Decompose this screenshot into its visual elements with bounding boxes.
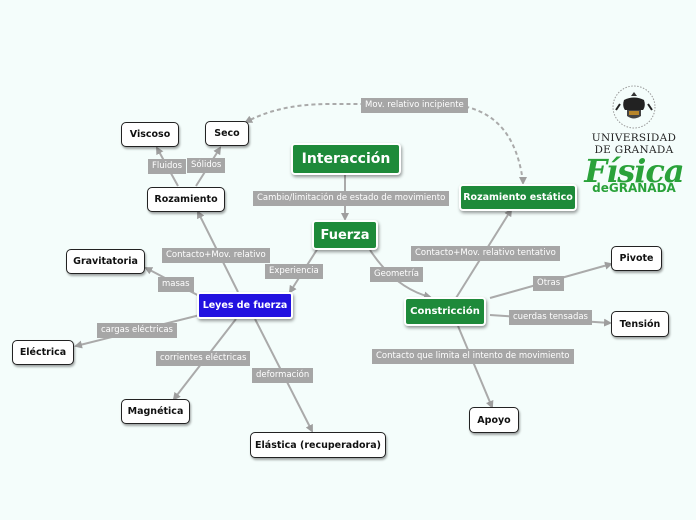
- label-cuerdas-tensadas: cuerdas tensadas: [509, 310, 592, 325]
- node-rozamiento[interactable]: Rozamiento: [147, 187, 225, 212]
- label-cambio-limitacion: Cambio/limitación de estado de movimient…: [253, 191, 450, 206]
- connector-constriccion-apoyo: [457, 325, 494, 409]
- label-solidos: Sólidos: [187, 158, 226, 173]
- label-masas: masas: [158, 277, 194, 292]
- logo-fisica: Física: [584, 152, 684, 190]
- node-viscoso[interactable]: Viscoso: [121, 122, 179, 147]
- node-apoyo[interactable]: Apoyo: [469, 407, 519, 433]
- label-corrientes-electricas: corrientes eléctricas: [156, 351, 251, 366]
- logo-university-line2: DE GRANADA: [594, 144, 674, 156]
- crest-icon: [612, 85, 656, 129]
- node-electrica[interactable]: Eléctrica: [12, 340, 74, 365]
- label-contacto-mov-relativo: Contacto+Mov. relativo: [162, 248, 270, 263]
- label-contacto-mov-tentativo: Contacto+Mov. relativo tentativo: [411, 246, 560, 261]
- node-fuerza[interactable]: Fuerza: [312, 220, 378, 250]
- label-deformacion: deformación: [252, 368, 314, 383]
- label-cargas-electricas: cargas eléctricas: [97, 323, 177, 338]
- logo-degranada: deGRANADA: [592, 181, 676, 195]
- label-experiencia: Experiencia: [265, 264, 323, 279]
- node-interaccion[interactable]: Interacción: [291, 143, 401, 175]
- node-pivote[interactable]: Pivote: [611, 246, 662, 271]
- node-elastica[interactable]: Elástica (recuperadora): [250, 432, 386, 458]
- node-leyes-de-fuerza[interactable]: Leyes de fuerza: [197, 292, 293, 319]
- label-contacto-limita: Contacto que limita el intento de movimi…: [372, 349, 574, 364]
- node-magnetica[interactable]: Magnética: [121, 399, 190, 424]
- node-tension[interactable]: Tensión: [611, 311, 669, 337]
- label-mov-relativo-incipiente: Mov. relativo incipiente: [361, 98, 468, 113]
- label-geometria: Geometría: [370, 267, 423, 282]
- label-otras: Otras: [533, 276, 565, 291]
- universidad-granada-logo: UNIVERSIDAD DE GRANADA Física deGRANADA: [584, 84, 685, 195]
- node-seco[interactable]: Seco: [205, 121, 249, 146]
- node-gravitatoria[interactable]: Gravitatoria: [66, 249, 145, 274]
- logo-university-line1: UNIVERSIDAD: [591, 132, 677, 144]
- node-rozamiento-estatico[interactable]: Rozamiento estático: [459, 184, 577, 211]
- label-fluidos: Fluidos: [148, 159, 187, 174]
- node-constriccion[interactable]: Constricción: [404, 297, 486, 326]
